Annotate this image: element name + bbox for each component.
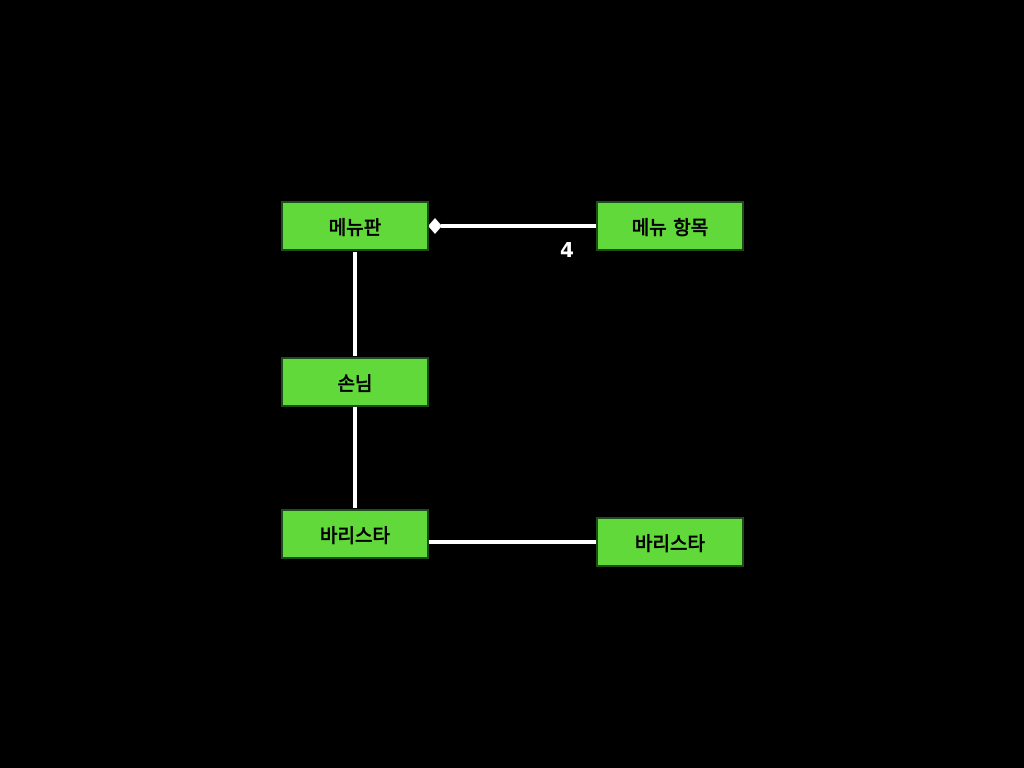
aggregation-diamond-icon	[428, 218, 442, 234]
node-barista-label: 바리스타	[320, 524, 390, 547]
node-barista[interactable]: 바리스타	[281, 509, 429, 559]
multiplicity-label: 4	[560, 238, 574, 262]
node-barista-right[interactable]: 바리스타	[596, 517, 744, 567]
node-barista-right-label: 바리스타	[635, 532, 705, 555]
node-customer-label: 손님	[337, 372, 373, 395]
node-menu-board-label: 메뉴판	[328, 216, 382, 239]
node-menu-item-label: 메뉴 항목	[631, 216, 709, 239]
node-menu-board[interactable]: 메뉴판	[281, 201, 429, 251]
node-customer[interactable]: 손님	[281, 357, 429, 407]
node-menu-item[interactable]: 메뉴 항목	[596, 201, 744, 251]
